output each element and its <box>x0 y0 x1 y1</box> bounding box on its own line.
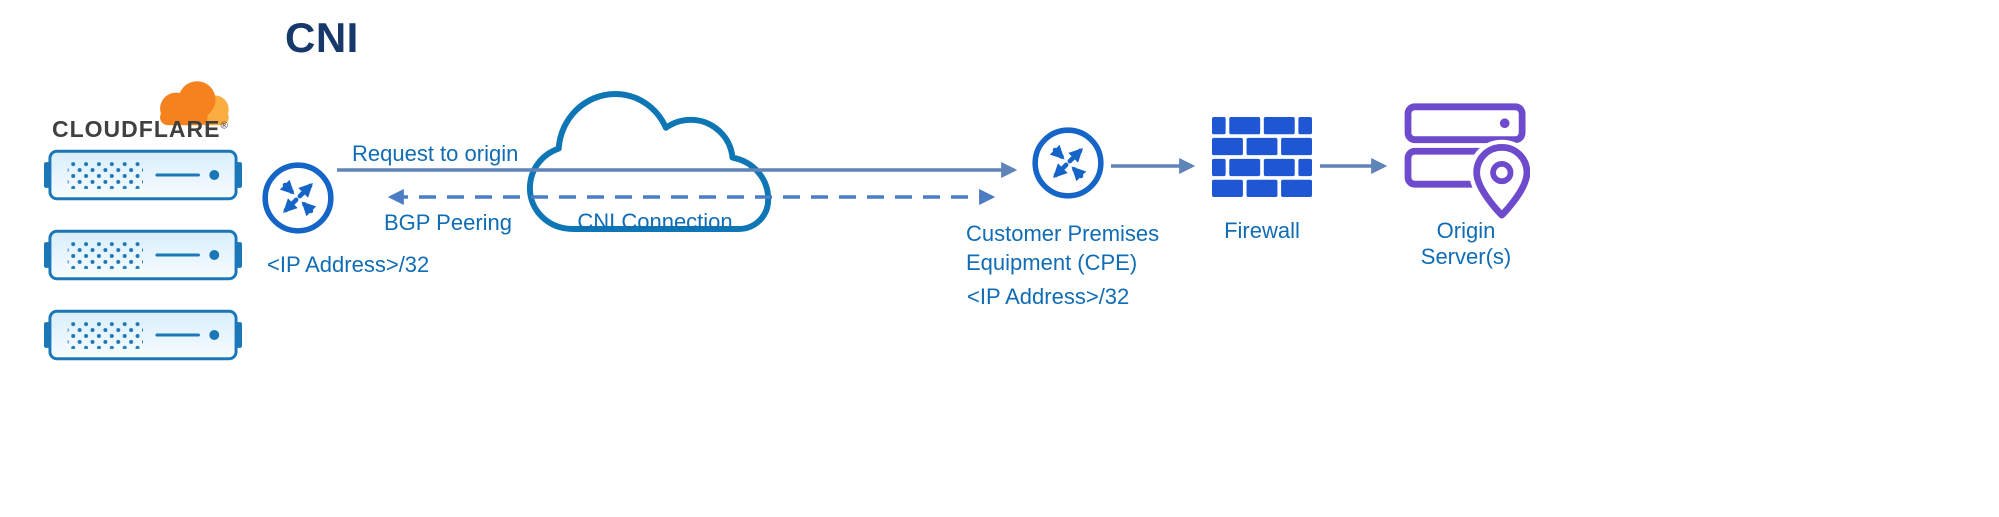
request-to-origin-label: Request to origin <box>352 141 519 166</box>
cpe-ip-label: <IP Address>/32 <box>967 284 1130 309</box>
cpe-label: Customer Premises Equipment (CPE) <box>966 221 1160 275</box>
origin-servers-icon <box>1404 103 1530 219</box>
server-rack-icon-1 <box>44 149 242 201</box>
location-pin-icon <box>1468 139 1530 219</box>
cloudflare-cloud-icon <box>160 81 229 126</box>
edge-router-icon <box>262 162 334 234</box>
edge-router-ip-label: <IP Address>/32 <box>267 252 430 277</box>
cni-connection-label: CNI Connection <box>577 209 733 234</box>
firewall-icon <box>1212 117 1312 197</box>
server-rack-icon-3 <box>44 309 242 361</box>
diagram-title: CNI <box>285 14 359 61</box>
bgp-peering-label: BGP Peering <box>384 210 513 235</box>
cloudflare-wordmark-text: CLOUDFLARE <box>52 116 221 142</box>
server-rack-icon-2 <box>44 229 242 281</box>
origin-servers-label: Origin Server(s) <box>1420 218 1512 269</box>
firewall-label: Firewall <box>1224 218 1300 243</box>
cpe-router-icon <box>1032 127 1104 199</box>
cloudflare-wordmark: CLOUDFLARE® <box>52 116 229 143</box>
registered-trademark: ® <box>220 120 229 132</box>
